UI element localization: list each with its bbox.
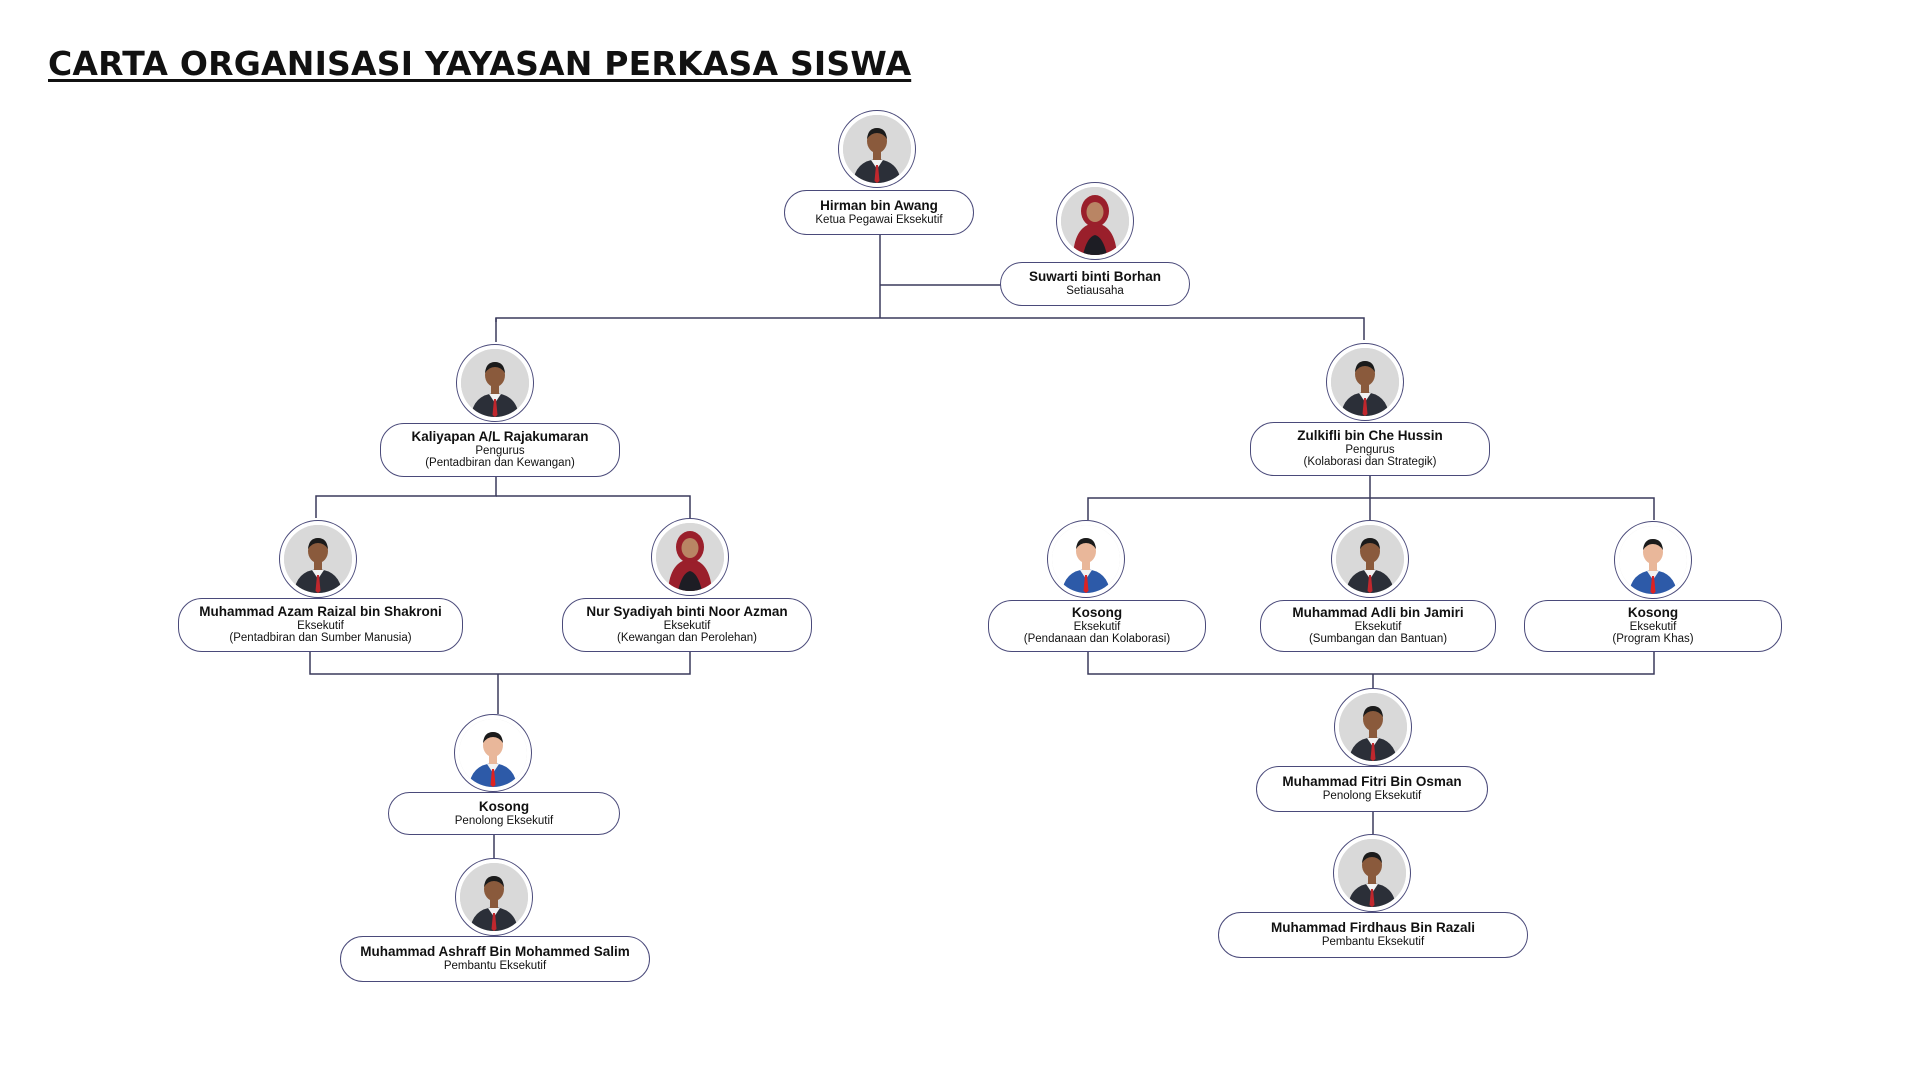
person-role: Eksekutif — [1354, 620, 1402, 633]
person-name: Hirman bin Awang — [820, 197, 938, 213]
person-photo-icon — [1331, 348, 1399, 416]
person-role: Ketua Pegawai Eksekutif — [815, 213, 943, 226]
person-photo-icon — [284, 525, 352, 593]
person-role: Penolong Eksekutif — [1322, 790, 1422, 803]
node-label: Kosong Eksekutif (Program Khas) — [1524, 600, 1782, 652]
person-photo-icon — [460, 863, 528, 931]
avatar — [456, 344, 534, 422]
node-label: Kosong Eksekutif (Pendanaan dan Kolabora… — [988, 600, 1206, 652]
node-label: Kaliyapan A/L Rajakumaran Pengurus (Pent… — [380, 423, 620, 477]
person-role: Eksekutif — [297, 619, 344, 632]
node-label: Nur Syadiyah binti Noor Azman Eksekutif … — [562, 598, 812, 652]
person-photo-icon — [1336, 525, 1404, 593]
node-label: Muhammad Azam Raizal bin Shakroni Ekseku… — [178, 598, 463, 652]
person-name: Muhammad Fitri Bin Osman — [1282, 774, 1462, 790]
person-name: Muhammad Firdhaus Bin Razali — [1270, 920, 1476, 936]
person-photo-icon — [1061, 187, 1129, 255]
person-photo-icon — [461, 349, 529, 417]
placeholder-person-icon — [459, 719, 527, 787]
person-role: Penolong Eksekutif — [454, 814, 554, 827]
person-role: Pengurus — [475, 444, 525, 457]
person-role: Eksekutif — [1629, 620, 1677, 633]
person-department: (Kolaborasi dan Strategik) — [1303, 456, 1437, 469]
avatar — [1614, 521, 1692, 599]
node-label: Hirman bin Awang Ketua Pegawai Eksekutif — [784, 190, 974, 235]
node-label: Zulkifli bin Che Hussin Pengurus (Kolabo… — [1250, 422, 1490, 476]
node-label: Suwarti binti Borhan Setiausaha — [1000, 262, 1190, 306]
person-name: Suwarti binti Borhan — [1028, 269, 1161, 285]
person-name: Muhammad Azam Raizal bin Shakroni — [199, 603, 442, 619]
person-name: Zulkifli bin Che Hussin — [1297, 427, 1443, 443]
person-role: Setiausaha — [1066, 285, 1124, 298]
avatar — [454, 714, 532, 792]
person-photo-icon — [1338, 839, 1406, 907]
avatar — [1333, 834, 1411, 912]
person-name: Kaliyapan A/L Rajakumaran — [411, 428, 589, 444]
person-role: Eksekutif — [1073, 620, 1121, 633]
person-role: Pembantu Eksekutif — [1321, 936, 1425, 949]
person-name: Muhammad Adli bin Jamiri — [1292, 604, 1464, 620]
avatar — [1334, 688, 1412, 766]
page-title: CARTA ORGANISASI YAYASAN PERKASA SISWA — [48, 44, 912, 83]
avatar — [651, 518, 729, 596]
person-photo-icon — [1339, 693, 1407, 761]
person-name: Kosong — [478, 798, 530, 814]
node-label: Muhammad Fitri Bin Osman Penolong Ekseku… — [1256, 766, 1488, 812]
avatar — [1326, 343, 1404, 421]
person-name: Kosong — [1627, 604, 1679, 620]
person-name: Nur Syadiyah binti Noor Azman — [586, 603, 788, 619]
node-label: Muhammad Adli bin Jamiri Eksekutif (Sumb… — [1260, 600, 1496, 652]
node-label: Muhammad Ashraff Bin Mohammed Salim Pemb… — [340, 936, 650, 982]
person-photo-icon — [843, 115, 911, 183]
person-name: Kosong — [1071, 604, 1123, 620]
person-department: (Program Khas) — [1612, 633, 1694, 646]
person-department: (Kewangan dan Perolehan) — [616, 632, 758, 645]
avatar — [838, 110, 916, 188]
person-department: (Pentadbiran dan Kewangan) — [425, 457, 575, 470]
person-department: (Pendanaan dan Kolaborasi) — [1023, 633, 1171, 646]
avatar — [1047, 520, 1125, 598]
placeholder-person-icon — [1619, 526, 1687, 594]
node-label: Muhammad Firdhaus Bin Razali Pembantu Ek… — [1218, 912, 1528, 958]
person-department: (Pentadbiran dan Sumber Manusia) — [229, 632, 412, 645]
person-department: (Sumbangan dan Bantuan) — [1308, 633, 1448, 646]
person-photo-icon — [656, 523, 724, 591]
person-role: Pengurus — [1345, 443, 1395, 456]
node-label: Kosong Penolong Eksekutif — [388, 792, 620, 835]
avatar — [279, 520, 357, 598]
person-role: Eksekutif — [663, 619, 711, 632]
person-role: Pembantu Eksekutif — [443, 960, 547, 973]
placeholder-person-icon — [1052, 525, 1120, 593]
avatar — [1331, 520, 1409, 598]
avatar — [455, 858, 533, 936]
avatar — [1056, 182, 1134, 260]
person-name: Muhammad Ashraff Bin Mohammed Salim — [360, 944, 630, 960]
